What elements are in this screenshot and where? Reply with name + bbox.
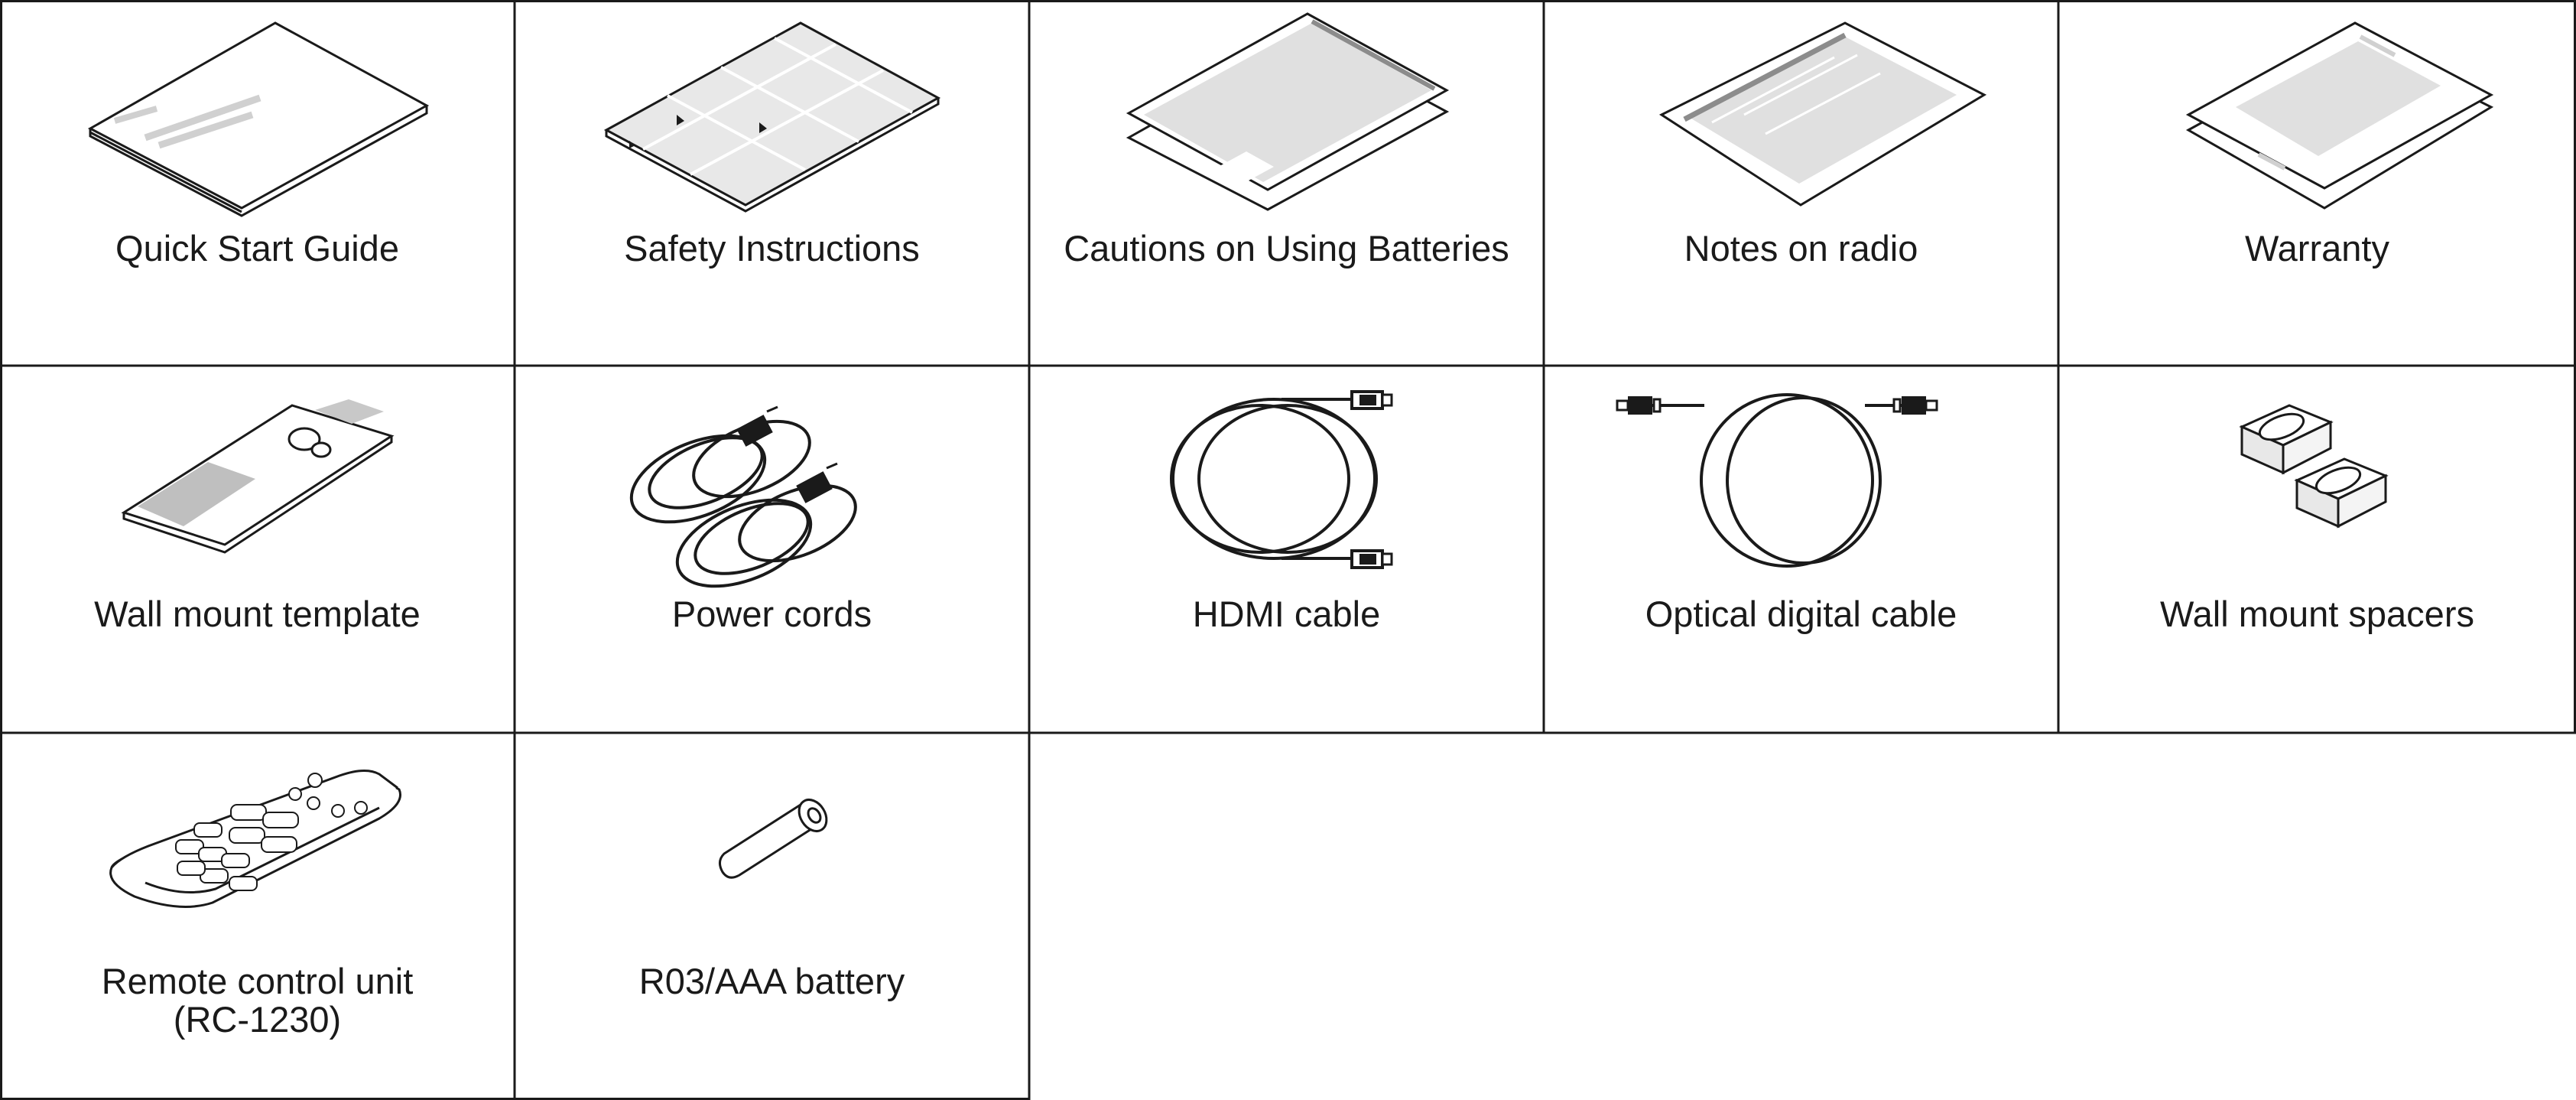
warranty-icon (2185, 21, 2494, 210)
item-label: Cautions on Using Batteries (1064, 228, 1509, 268)
item-label: Wall mount template (94, 594, 421, 634)
battery-icon (719, 799, 828, 879)
wall-mount-template-icon (121, 399, 395, 554)
item-label: HDMI cable (1192, 594, 1381, 634)
item-sublabel: (RC-1230) (173, 999, 342, 1040)
item-label: Safety Instructions (624, 228, 920, 268)
item-cautions-batteries: Cautions on Using Batteries (1029, 0, 1544, 366)
item-aaa-battery: R03/AAA battery (515, 733, 1029, 1100)
item-hdmi-cable: HDMI cable (1029, 366, 1544, 733)
remote-control-icon (109, 770, 401, 908)
item-notes-on-radio: Notes on radio (1544, 0, 2058, 366)
item-label: Quick Start Guide (115, 228, 399, 268)
item-label: Optical digital cable (1645, 594, 1957, 634)
quick-start-guide-icon (87, 21, 430, 217)
item-warranty: Warranty (2058, 0, 2576, 366)
item-label: Power cords (671, 594, 872, 634)
item-label: Notes on radio (1684, 228, 1918, 268)
item-label: R03/AAA battery (638, 961, 905, 1001)
item-label: Remote control unit (101, 961, 414, 1001)
wall-mount-spacers-icon (2239, 404, 2389, 529)
notes-on-radio-icon (1658, 21, 1987, 207)
item-power-cords: Power cords (515, 366, 1029, 733)
item-label: Wall mount spacers (2160, 594, 2474, 634)
item-optical-digital-cable: Optical digital cable (1544, 366, 2058, 733)
optical-cable-icon (1616, 393, 1938, 568)
safety-instructions-icon (603, 21, 941, 213)
power-cords-icon (629, 405, 857, 588)
item-label: Warranty (2245, 228, 2389, 268)
item-quick-start-guide: Quick Start Guide (0, 0, 515, 366)
item-safety-instructions: Safety Instructions (515, 0, 1029, 366)
hdmi-cable-icon (1170, 390, 1393, 569)
item-wall-mount-spacers: Wall mount spacers (2058, 366, 2576, 733)
item-remote-control: Remote control unit (RC-1230) (0, 733, 515, 1100)
item-wall-mount-template: Wall mount template (0, 366, 515, 733)
cautions-batteries-icon (1126, 12, 1450, 211)
